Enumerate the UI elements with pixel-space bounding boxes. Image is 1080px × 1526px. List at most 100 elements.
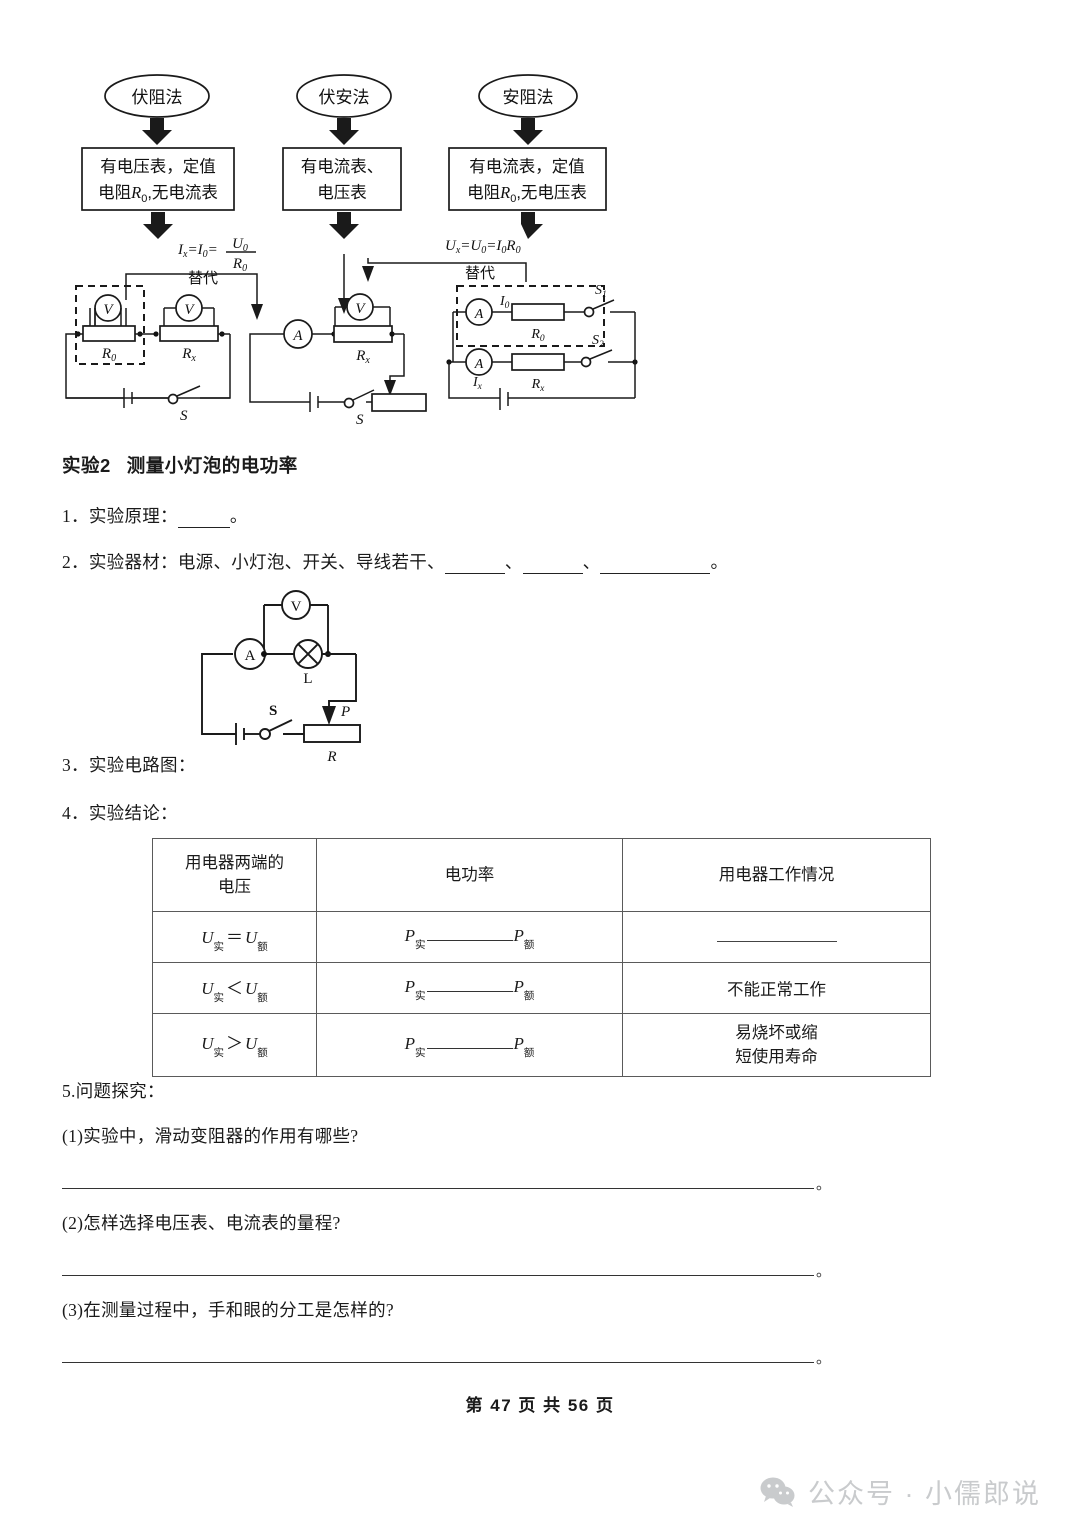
cell-power-greater: P实P额 <box>316 1013 623 1077</box>
svg-text:电阻R0,无电压表: 电阻R0,无电压表 <box>467 183 587 205</box>
substitute-label-1: 替代 <box>188 270 218 287</box>
table-header-status: 用电器工作情况 <box>622 838 931 912</box>
rheostat-label: R <box>326 749 336 765</box>
svg-text:V: V <box>355 301 366 317</box>
table-header-power: 电功率 <box>316 838 623 912</box>
blank-material-1[interactable] <box>444 555 505 574</box>
blank-power-compare-2[interactable] <box>426 976 513 992</box>
item-1-principle: 1．实验原理： 。 <box>62 503 248 528</box>
experiment-title-name: 测量小灯泡的电功率 <box>126 455 298 476</box>
substitute-label-2: 替代 <box>465 265 495 282</box>
table-row: U实＞U额 P实P额 易烧坏或缩 短使用寿命 <box>152 1013 931 1077</box>
answer-terminator-3: 。 <box>816 1351 832 1367</box>
switch-label: S <box>269 703 277 719</box>
svg-text:Rx: Rx <box>531 377 546 394</box>
table-header-voltage-line2: 电压 <box>218 877 251 896</box>
item-2-label: 2．实验器材：电源、小灯泡、开关、导线若干、 <box>62 552 445 572</box>
svg-text:Ux=U0=I0R0: Ux=U0=I0R0 <box>445 238 521 256</box>
cell-status-burnout-line1: 易烧坏或缩 <box>735 1023 818 1043</box>
answer-line-3[interactable] <box>62 1362 814 1363</box>
ammeter-label: A <box>245 648 256 664</box>
answer-line-1[interactable] <box>62 1188 814 1189</box>
arrow-down-1 <box>142 118 172 145</box>
dashed-region-r0-branch <box>456 285 605 347</box>
svg-text:R0: R0 <box>232 256 247 274</box>
blank-material-3[interactable] <box>600 555 711 574</box>
conclusion-table: 用电器两端的 电压 电功率 用电器工作情况 U实＝U额 P实P额 U实＜U额 P… <box>152 838 931 1077</box>
answer-terminator-2: 。 <box>816 1264 832 1280</box>
slider-arrow <box>322 706 336 725</box>
arrow-down-2 <box>143 212 173 239</box>
item-1-suffix: 。 <box>229 506 248 526</box>
wechat-watermark-text: 公众号 · 小儒郎说 <box>808 1479 1041 1509</box>
blank-status-1[interactable] <box>716 936 837 942</box>
item-5-label: 5.问题探究： <box>62 1081 165 1101</box>
cell-power-less: P实P额 <box>316 962 623 1014</box>
table-header-voltage: 用电器两端的 电压 <box>152 838 317 912</box>
item-2-materials: 2．实验器材：电源、小灯泡、开关、导线若干、、、。 <box>62 549 728 574</box>
oval-method-1 <box>104 74 210 118</box>
box-method-2 <box>282 147 402 211</box>
answer-line-2[interactable] <box>62 1275 814 1276</box>
svg-text:Rx: Rx <box>355 348 370 366</box>
experiment-title: 实验2 测量小灯泡的电功率 <box>62 452 298 478</box>
svg-text:S1: S1 <box>595 283 607 300</box>
oval-method-1-label: 伏阻法 <box>132 88 183 107</box>
item-4-label: 4．实验结论： <box>62 803 178 823</box>
lamp-power-circuit-diagram: .s { stroke:#1a1a1a; fill:none; stroke-w… <box>186 583 486 768</box>
oval-method-3 <box>478 74 578 118</box>
svg-text:电阻R0,无电流表: 电阻R0,无电流表 <box>98 183 218 205</box>
item-5-inquiry: 5.问题探究： <box>62 1078 165 1103</box>
question-2: (2)怎样选择电压表、电流表的量程? <box>62 1213 341 1233</box>
blank-material-2[interactable] <box>522 555 583 574</box>
item-1-label: 1．实验原理： <box>62 506 178 526</box>
lamp-label: L <box>303 671 312 687</box>
table-header-voltage-line1: 用电器两端的 <box>185 853 284 873</box>
switch-symbol <box>259 728 271 740</box>
table-row: U实＜U额 P实P额 不能正常工作 <box>152 962 931 1014</box>
svg-text:Ix: Ix <box>472 375 483 392</box>
question-3: (3)在测量过程中，手和眼的分工是怎样的? <box>62 1300 394 1320</box>
oval-method-2-label: 伏安法 <box>319 88 370 107</box>
page-number-footer: 第 47 页 共 56 页 <box>465 1396 615 1415</box>
cell-voltage-less: U实＜U额 <box>152 962 317 1014</box>
svg-text:R0: R0 <box>530 327 545 344</box>
svg-text:有电流表，定值: 有电流表，定值 <box>469 157 585 176</box>
svg-text:S2: S2 <box>592 333 604 350</box>
svg-text:电压表: 电压表 <box>317 183 367 202</box>
slider-label: P <box>340 704 350 720</box>
rheostat-symbol <box>303 724 361 743</box>
measurement-methods-flowchart: .stk { stroke:#1a1a1a; fill:none; stroke… <box>60 58 660 428</box>
svg-text:Rx: Rx <box>181 346 196 364</box>
table-header-row: 用电器两端的 电压 电功率 用电器工作情况 <box>152 838 931 912</box>
oval-method-3-label: 安阻法 <box>503 88 554 107</box>
item-2-suffix: 。 <box>710 552 729 572</box>
box-method-3 <box>448 147 607 211</box>
dashed-region-r0 <box>75 285 145 365</box>
cell-voltage-equal: U实＝U额 <box>152 911 317 963</box>
switch-label-2: S <box>356 412 364 428</box>
cell-status-blank <box>622 911 931 963</box>
answer-terminator-1: 。 <box>816 1177 832 1193</box>
svg-text:A: A <box>474 307 484 322</box>
item-3-label: 3．实验电路图： <box>62 755 196 775</box>
voltmeter-label: V <box>291 599 302 615</box>
item-3-circuit: 3．实验电路图： <box>62 752 196 777</box>
oval-method-2 <box>296 74 392 118</box>
svg-text:有电流表、: 有电流表、 <box>301 157 384 176</box>
blank-principle[interactable] <box>177 509 230 528</box>
item-4-conclusion: 4．实验结论： <box>62 800 178 825</box>
experiment-title-prefix: 实验2 <box>62 455 111 476</box>
cell-power-equal: P实P额 <box>316 911 623 963</box>
question-1: (1)实验中，滑动变阻器的作用有哪些? <box>62 1126 359 1146</box>
svg-text:V: V <box>103 302 114 318</box>
svg-text:V: V <box>184 302 195 318</box>
switch-label-1: S <box>180 408 188 424</box>
wechat-icon <box>760 1477 795 1507</box>
svg-text:有电压表，定值: 有电压表，定值 <box>100 157 216 176</box>
table-row: U实＝U额 P实P额 <box>152 911 931 963</box>
cell-status-abnormal: 不能正常工作 <box>622 962 931 1014</box>
blank-power-compare-1[interactable] <box>426 925 513 941</box>
blank-power-compare-3[interactable] <box>426 1032 513 1049</box>
item-2-sep-1: 、 <box>504 552 523 572</box>
